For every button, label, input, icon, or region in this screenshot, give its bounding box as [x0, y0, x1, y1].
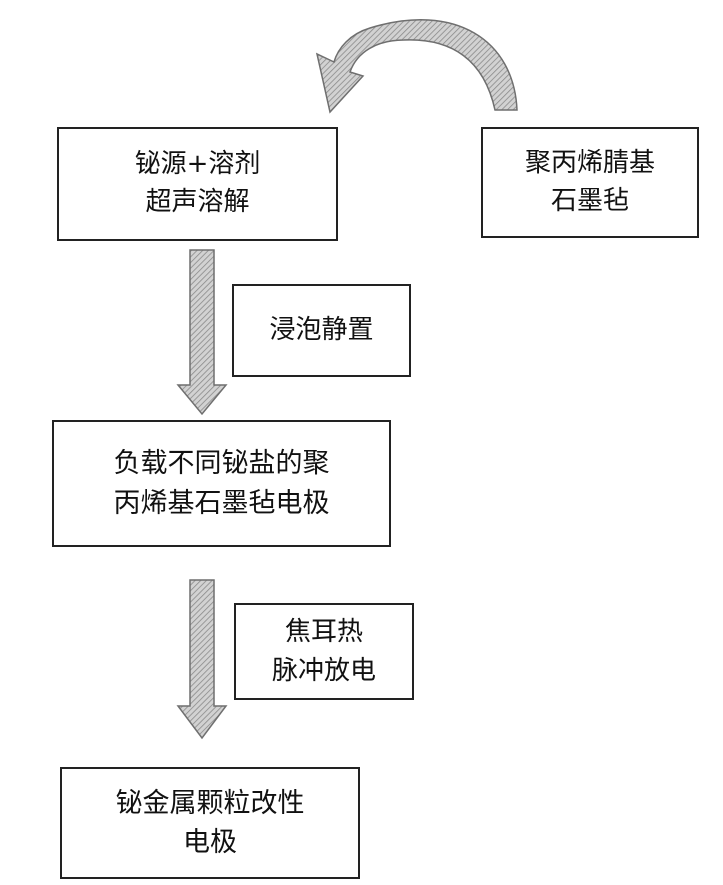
modified-electrode-box: 铋金属颗粒改性 电极: [60, 767, 360, 879]
bismuth-source-line-2: 超声溶解: [145, 184, 249, 222]
graphite-felt-box: 聚丙烯腈基 石墨毡: [481, 127, 699, 238]
loaded-electrode-line-2: 丙烯基石墨毡电极: [114, 484, 330, 523]
graphite-felt-line-2: 石墨毡: [551, 183, 629, 221]
bismuth-source-line-1: 铋源+溶剂: [135, 146, 261, 184]
down-arrow-soak: [178, 250, 226, 414]
down-arrow-joule: [178, 580, 226, 738]
loaded-electrode-box: 负载不同铋盐的聚 丙烯基石墨毡电极: [52, 420, 391, 547]
bismuth-source-box: 铋源+溶剂 超声溶解: [57, 127, 338, 241]
joule-step-line-2: 脉冲放电: [272, 652, 376, 691]
modified-electrode-line-1: 铋金属颗粒改性: [116, 784, 305, 823]
curved-feedback-arrow: [317, 20, 517, 112]
soak-step-line-1: 浸泡静置: [269, 312, 373, 350]
graphite-felt-line-1: 聚丙烯腈基: [525, 145, 655, 183]
soak-step-box: 浸泡静置: [232, 284, 411, 377]
loaded-electrode-line-1: 负载不同铋盐的聚: [114, 444, 330, 483]
joule-step-line-1: 焦耳热: [285, 613, 363, 652]
joule-step-box: 焦耳热 脉冲放电: [234, 603, 414, 700]
modified-electrode-line-2: 电极: [183, 823, 237, 862]
